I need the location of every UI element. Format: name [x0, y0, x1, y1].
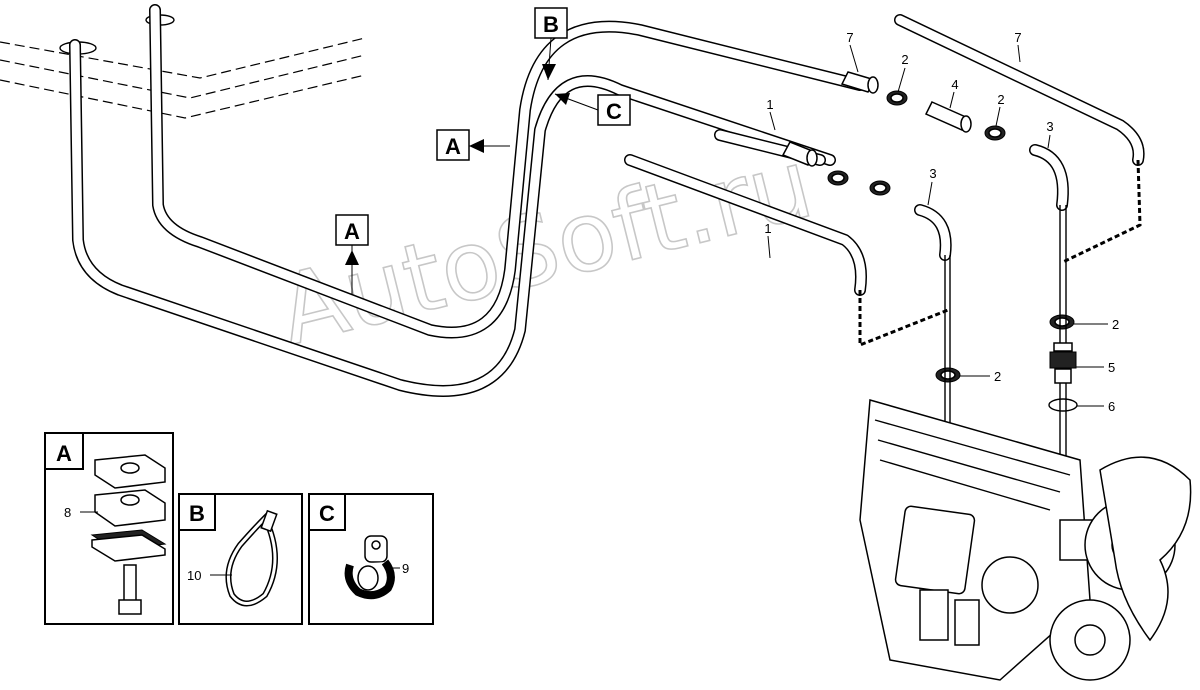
- svg-text:2: 2: [1112, 317, 1119, 332]
- engine-block: [859, 399, 1192, 681]
- hose-piece-4: [924, 101, 972, 133]
- detail-box-a: A 8: [44, 432, 174, 625]
- hose-piece-7: [840, 71, 879, 94]
- svg-text:2: 2: [994, 369, 1001, 384]
- svg-text:9: 9: [402, 561, 409, 576]
- svg-text:4: 4: [951, 77, 958, 92]
- svg-text:C: C: [319, 501, 335, 526]
- elbow-3-upper: [1029, 144, 1069, 211]
- svg-text:B: B: [543, 12, 559, 37]
- detail-box-c: C 9: [308, 493, 434, 625]
- svg-text:C: C: [606, 99, 622, 124]
- detail-box-b: B 10: [178, 493, 303, 625]
- fitting-5: [1049, 342, 1077, 384]
- part-labels: 7 7 2 4 2 3 1 3 1 2 5 6 2: [764, 30, 1119, 414]
- svg-text:1: 1: [766, 97, 773, 112]
- main-hose-inner: [149, 4, 866, 339]
- svg-text:7: 7: [1014, 30, 1021, 45]
- svg-text:10: 10: [187, 568, 201, 583]
- view-a-callout-mid: A: [335, 214, 369, 295]
- svg-text:5: 5: [1108, 360, 1115, 375]
- svg-text:1: 1: [764, 221, 771, 236]
- svg-text:8: 8: [64, 505, 71, 520]
- main-hose-outer: [69, 39, 836, 397]
- svg-text:7: 7: [846, 30, 853, 45]
- hose-clamps: [827, 90, 1075, 383]
- svg-text:6: 6: [1108, 399, 1115, 414]
- svg-text:A: A: [445, 134, 461, 159]
- o-ring-6: [1048, 398, 1078, 412]
- elbow-3-lower: [914, 204, 952, 261]
- svg-text:3: 3: [929, 166, 936, 181]
- svg-text:2: 2: [997, 92, 1004, 107]
- svg-text:A: A: [344, 219, 360, 244]
- svg-text:3: 3: [1046, 119, 1053, 134]
- hose-piece-1: [781, 141, 818, 167]
- view-c-callout: C: [554, 93, 631, 126]
- svg-text:A: A: [56, 441, 72, 466]
- tank-outline: [0, 14, 366, 119]
- svg-text:B: B: [189, 501, 205, 526]
- svg-text:2: 2: [901, 52, 908, 67]
- view-b-callout: B: [534, 7, 568, 81]
- view-a-callout-top: A: [436, 129, 510, 161]
